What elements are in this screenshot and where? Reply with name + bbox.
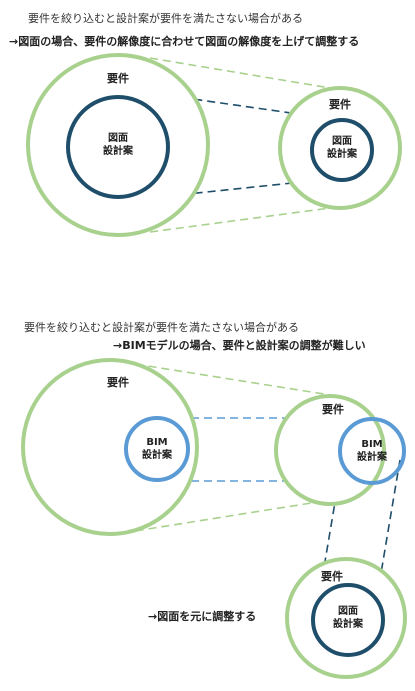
s1-req-connector-top [149,57,331,89]
s1-big-drawing-circle [66,95,170,199]
s1-small-requirement-label: 要件 [329,98,351,111]
s2-mid-bim-top: BIM [361,439,383,450]
s2-mid-bim-label: BIM 設計案 [357,439,387,464]
s1-small-drawing-bottom: 設計案 [327,148,357,160]
s2-mid-bim-circle [338,417,406,485]
s1-big-drawing-top: 図面 [108,133,128,144]
s1-big-requirement-label: 要件 [107,72,129,85]
s1-big-drawing-label: 図面 設計案 [103,133,133,158]
s2-big-requirement-circle [21,358,199,536]
s1-big-drawing-bottom: 設計案 [103,145,133,157]
s2-bottom-requirement-label: 要件 [321,570,343,583]
s2-heading-line2: →BIMモデルの場合、要件と設計案の調整が難しい [113,339,366,352]
s2-big-bim-top: BIM [146,437,168,448]
s2-bottom-drawing-circle [311,583,385,657]
s1-heading-line2: →図面の場合、要件の解像度に合わせて図面の解像度を上げて調整する [9,35,360,48]
s1-small-drawing-circle [310,118,374,182]
s2-heading-line1: 要件を絞り込むと設計案が要件を満たさない場合がある [24,321,299,334]
s2-bottom-drawing-top: 図面 [338,606,358,617]
s2-req-connector-top [109,359,331,396]
s2-mid-requirement-label: 要件 [322,403,344,416]
s1-small-drawing-top: 図面 [332,136,352,147]
s1-heading-line1: 要件を絞り込むと設計案が要件を満たさない場合がある [28,12,303,25]
s2-big-bim-label: BIM 設計案 [142,437,172,462]
s2-req-connector-bottom [109,499,331,536]
s2-big-bim-bottom: 設計案 [142,449,172,461]
s1-small-drawing-label: 図面 設計案 [327,136,357,161]
s2-bottom-drawing-label: 図面 設計案 [333,606,363,631]
s2-adjust-label: →図面を元に調整する [148,610,257,623]
s1-req-connector-bottom [149,207,331,233]
s2-mid-bim-bottom: 設計案 [357,451,387,463]
s2-big-bim-circle [124,416,190,482]
s2-bottom-drawing-bottom: 設計案 [333,618,363,630]
s2-big-requirement-label: 要件 [107,376,129,389]
